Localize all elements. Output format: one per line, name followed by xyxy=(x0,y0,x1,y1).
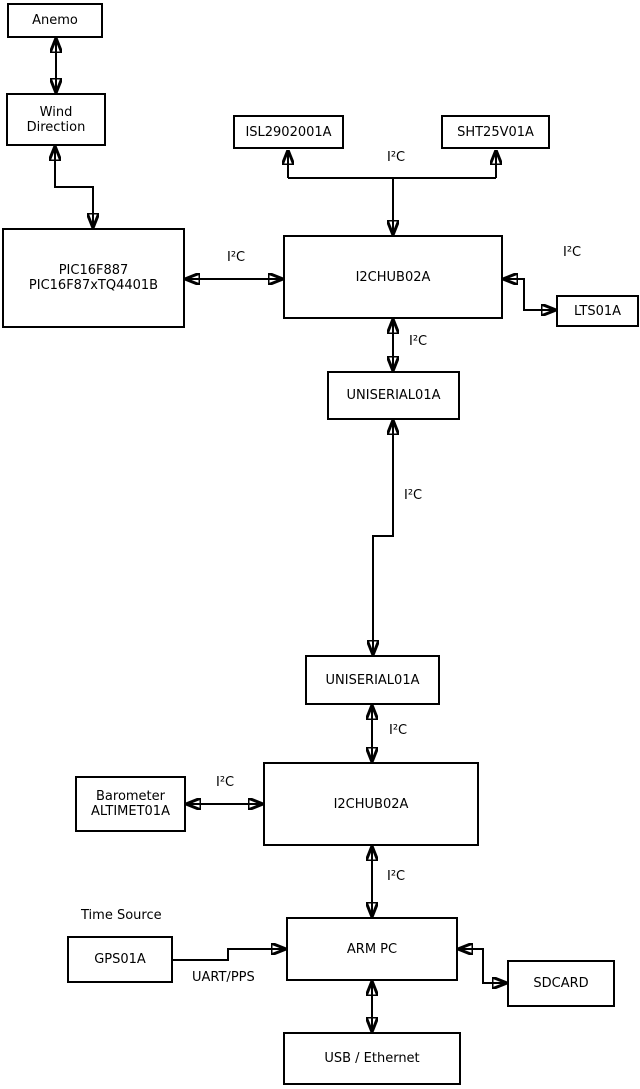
edge-label-i2c-uniserial-link: I²C xyxy=(404,488,423,503)
node-barometer-altimet01a: Barometer ALTIMET01A xyxy=(75,776,186,832)
edge-label-i2c-barometer-hub: I²C xyxy=(216,775,235,790)
edge-label-i2c-uniserial-hub: I²C xyxy=(389,723,408,738)
node-uniserial01a-bottom: UNISERIAL01A xyxy=(305,655,440,705)
edge-uniserial-top-uniserial-bottom xyxy=(373,420,393,655)
edge-label-i2c-hub-armpc: I²C xyxy=(387,869,406,884)
node-pic16f887: PIC16F887 PIC16F87xTQ4401B xyxy=(2,228,185,328)
node-sdcard: SDCARD xyxy=(507,960,615,1007)
node-wind-direction: Wind Direction xyxy=(6,93,106,146)
edge-label-uart-pps: UART/PPS xyxy=(192,970,255,985)
edge-i2chub-top-lts xyxy=(503,279,556,310)
node-lts01a: LTS01A xyxy=(556,295,639,327)
edge-label-i2c-hub-lts: I²C xyxy=(563,245,582,260)
node-uniserial01a-top: UNISERIAL01A xyxy=(327,371,460,420)
node-usb-ethernet: USB / Ethernet xyxy=(283,1032,461,1085)
edge-label-i2c-hub-uniserial-top: I²C xyxy=(409,334,428,349)
edge-arm-pc-sdcard xyxy=(458,949,507,983)
edge-gps-arm-pc xyxy=(173,949,286,961)
node-i2chub02a-top: I2CHUB02A xyxy=(283,235,503,319)
node-gps01a: GPS01A xyxy=(67,936,173,983)
node-arm-pc: ARM PC xyxy=(286,917,458,981)
edge-wind-direction-pic xyxy=(55,146,93,228)
node-i2chub02a-bottom: I2CHUB02A xyxy=(263,762,479,846)
label-time-source: Time Source xyxy=(81,908,162,923)
node-sht25v01a: SHT25V01A xyxy=(441,115,550,149)
edge-label-i2c-pic-hub: I²C xyxy=(227,250,246,265)
node-isl2902001a: ISL2902001A xyxy=(233,115,344,149)
edge-label-i2c-sensor-bus: I²C xyxy=(387,150,406,165)
node-anemo: Anemo xyxy=(7,3,103,38)
